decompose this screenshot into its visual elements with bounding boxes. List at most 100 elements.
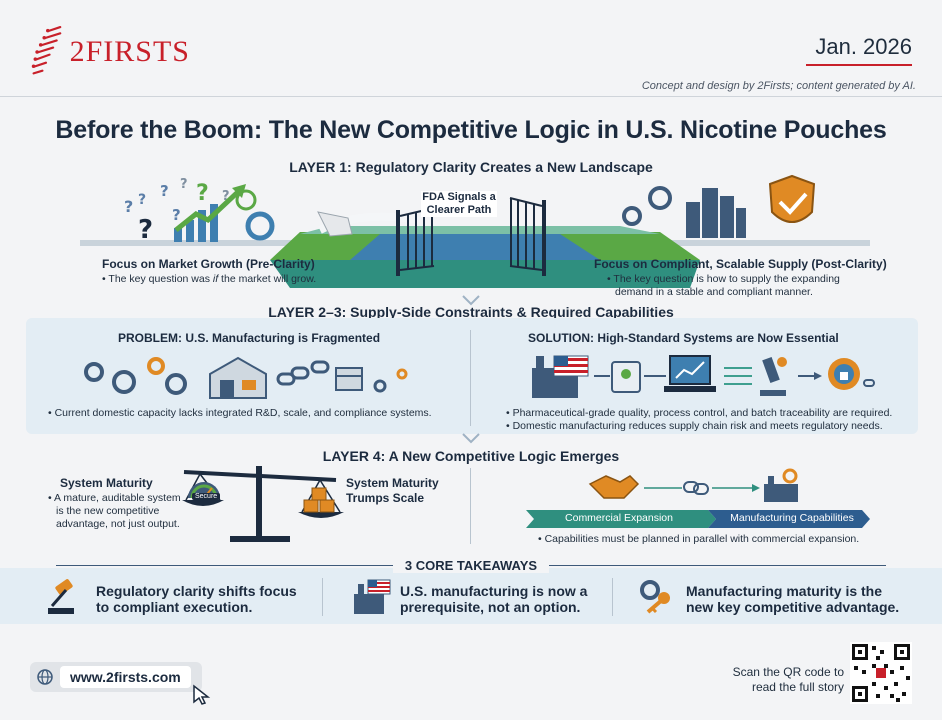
quality-seal-icon xyxy=(828,358,860,390)
post-clarity-bullet: • The key question is how to supply the … xyxy=(607,273,840,299)
svg-text:?: ? xyxy=(222,189,230,204)
gear-icon xyxy=(112,370,136,394)
gate-caption: FDA Signals a Clearer Path xyxy=(421,191,497,217)
takeaway-2: U.S. manufacturing is now a prerequisite… xyxy=(400,583,587,615)
factory-buildings-icon xyxy=(686,188,746,238)
crate-icon xyxy=(335,367,363,391)
takeaways-title-text: 3 CORE TAKEAWAYS xyxy=(392,558,550,573)
problem-bullet: • Current domestic capacity lacks integr… xyxy=(48,407,432,419)
control-panel-icon xyxy=(611,361,641,393)
gear-key-icon xyxy=(640,580,670,614)
takeaway-divider xyxy=(612,578,613,616)
date-underline xyxy=(806,64,912,66)
gear-icon xyxy=(165,373,187,395)
svg-text:?: ? xyxy=(138,192,146,208)
link-icon xyxy=(863,379,875,387)
page-title: Before the Boom: The New Competitive Log… xyxy=(55,116,887,144)
maturity-bullet-line-1: • A mature, auditable system xyxy=(48,492,181,504)
trumps-line-1: System Maturity xyxy=(346,476,439,490)
brand-logo: 2FIRSTS xyxy=(30,22,190,82)
parallel-progress-arrow: Commercial Expansion Manufacturing Capab… xyxy=(526,509,872,528)
cursor-pointer-icon xyxy=(193,684,211,705)
layer4-divider xyxy=(470,468,471,544)
maturity-bullet-line-3: advantage, not just output. xyxy=(56,518,180,530)
takeaway-1-line-2: to compliant execution. xyxy=(96,599,253,615)
takeaway-2-line-2: prerequisite, not an option. xyxy=(400,599,581,615)
takeaway-3: Manufacturing maturity is the new key co… xyxy=(686,583,899,615)
takeaway-1: Regulatory clarity shifts focus to compl… xyxy=(96,583,297,615)
broken-chain-icon xyxy=(276,360,330,386)
maturity-bullet: • A mature, auditable system is the new … xyxy=(48,492,181,531)
takeaways-band xyxy=(0,568,942,624)
pre-clarity-bullet-end: the market will grow. xyxy=(218,273,317,285)
svg-text:?: ? xyxy=(172,206,181,224)
solution-bullet-2: • Domestic manufacturing reduces supply … xyxy=(506,420,883,432)
maturity-bullet-line-2: is the new competitive xyxy=(56,505,160,517)
laptop-monitor-icon xyxy=(664,355,716,392)
chevron-down-icon xyxy=(462,433,480,444)
gate-caption-line-2: Clearer Path xyxy=(426,204,492,216)
takeaway-divider xyxy=(322,578,323,616)
trumps-line-2: Trumps Scale xyxy=(346,491,425,505)
manufacturing-capabilities-segment: Manufacturing Capabilities xyxy=(730,512,854,524)
pre-clarity-bullet-start: • The key question was xyxy=(102,273,213,285)
svg-text:?: ? xyxy=(138,215,153,245)
post-clarity-bullet-line-2: demand in a stable and compliant manner. xyxy=(615,286,813,298)
broken-factory-icon xyxy=(209,356,267,399)
post-clarity-bullet-line-1: • The key question is how to supply the … xyxy=(607,273,840,285)
us-factory-icon xyxy=(354,579,391,614)
problem-heading: PROBLEM: U.S. Manufacturing is Fragmente… xyxy=(118,331,381,345)
microscope-icon xyxy=(760,357,787,396)
parallel-bullet: • Capabilities must be planned in parall… xyxy=(538,533,860,545)
qr-caption: Scan the QR code to read the full story xyxy=(733,665,844,695)
commercial-expansion-segment: Commercial Expansion xyxy=(565,512,673,524)
crates-stack-icon xyxy=(303,487,335,513)
qr-caption-line-2: read the full story xyxy=(751,680,844,694)
gear-icon xyxy=(84,362,104,382)
svg-text:?: ? xyxy=(160,182,169,200)
solution-bullet-1: • Pharmaceutical-grade quality, process … xyxy=(506,407,893,419)
credit-line: Concept and design by 2Firsts; content g… xyxy=(641,80,916,92)
maturity-trumps-scale: System Maturity Trumps Scale xyxy=(346,476,439,506)
gear-cluster-icon xyxy=(622,186,672,226)
gear-icon xyxy=(147,357,165,375)
website-link[interactable]: www.2firsts.com xyxy=(30,662,202,692)
layer4-title: LAYER 4: A New Competitive Logic Emerges xyxy=(322,448,620,464)
issue-date: Jan. 2026 xyxy=(815,34,912,59)
takeaway-2-line-1: U.S. manufacturing is now a xyxy=(400,583,588,599)
layer1-title: LAYER 1: Regulatory Clarity Creates a Ne… xyxy=(289,159,653,175)
brand-name: 2FIRSTS xyxy=(69,35,190,68)
pre-clarity-bullet: • The key question was if the market wil… xyxy=(102,273,316,286)
qr-code[interactable] xyxy=(850,642,912,704)
takeaway-3-line-1: Manufacturing maturity is the xyxy=(686,583,883,599)
handshake-icon xyxy=(588,475,640,499)
header-divider xyxy=(0,96,942,97)
qr-caption-line-1: Scan the QR code to xyxy=(732,665,844,679)
chain-link-icon xyxy=(683,481,709,495)
website-url[interactable]: www.2firsts.com xyxy=(60,666,191,688)
pre-clarity-bullet-emphasis: if xyxy=(212,273,219,285)
us-factory-icon xyxy=(532,355,589,398)
layer23-title: LAYER 2–3: Supply-Side Constraints & Req… xyxy=(268,304,674,320)
factory-gear-icon xyxy=(764,468,798,502)
pre-clarity-heading: Focus on Market Growth (Pre-Clarity) xyxy=(102,257,315,271)
svg-text:?: ? xyxy=(196,181,209,206)
gear-icon xyxy=(396,368,408,380)
dna-logo-icon xyxy=(31,26,62,75)
globe-icon xyxy=(37,669,53,685)
compliance-shield-icon xyxy=(768,174,816,223)
gate-caption-line-1: FDA Signals a xyxy=(422,191,496,203)
gauge-label: Secure xyxy=(192,493,221,500)
svg-text:?: ? xyxy=(180,177,188,192)
gavel-icon xyxy=(48,579,74,614)
gear-icon xyxy=(373,379,387,393)
maturity-heading: System Maturity xyxy=(60,476,153,490)
takeaway-3-line-2: new key competitive advantage. xyxy=(686,599,900,615)
partnership-manufacturing-illustration xyxy=(588,468,798,502)
takeaways-title: 3 CORE TAKEAWAYS xyxy=(0,558,942,573)
panel-divider xyxy=(470,330,471,426)
svg-text:?: ? xyxy=(124,197,133,216)
balance-scale-icon xyxy=(182,466,344,542)
chevron-down-icon xyxy=(462,295,480,306)
arrow-shape xyxy=(526,510,870,528)
